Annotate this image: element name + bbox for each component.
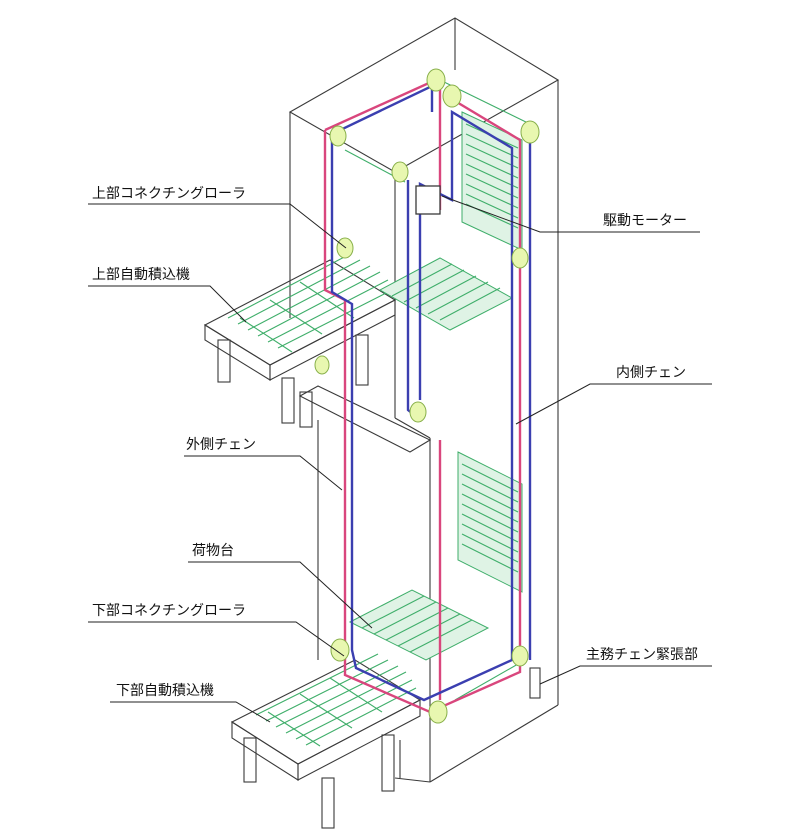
outer-chain <box>323 76 522 714</box>
leader-lines <box>88 195 712 723</box>
label-main-chain-tensioner: 主務チェン緊張部 <box>586 647 698 663</box>
label-outer-chain: 外側チェン <box>186 437 256 453</box>
platforms <box>344 79 531 701</box>
tower-frame <box>288 17 560 783</box>
lower-loader <box>230 653 422 829</box>
label-inner-chain: 内側チェン <box>616 365 686 381</box>
label-load-platform: 荷物台 <box>192 543 234 559</box>
label-upper-auto-loader: 上部自動積込機 <box>92 267 190 283</box>
label-lower-connecting-roller: 下部コネクチングローラ <box>92 603 246 619</box>
label-upper-connecting-roller: 上部コネクチングローラ <box>92 186 246 202</box>
label-drive-motor: 駆動モーター <box>603 213 687 229</box>
label-lower-auto-loader: 下部自動積込機 <box>116 683 214 699</box>
sprockets <box>314 68 541 724</box>
upper-loader <box>203 253 397 428</box>
